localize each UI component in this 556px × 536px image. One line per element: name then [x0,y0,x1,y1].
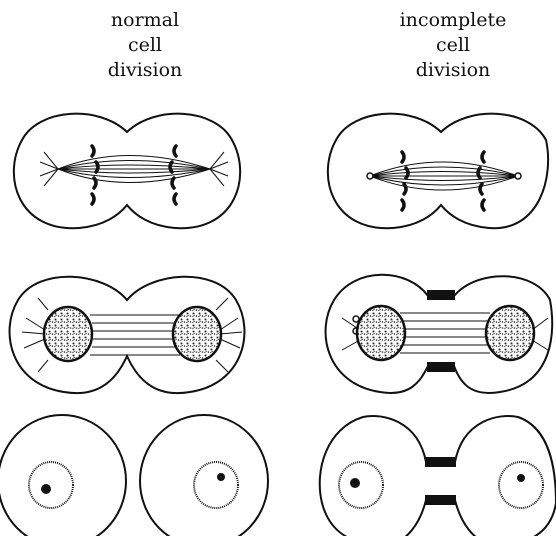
incomplete-daughter-cells [320,416,556,536]
incomplete-telophase-cell [326,275,553,393]
nucleus-left [357,306,405,360]
incomplete-spindle-cell [328,114,548,229]
midbody-top [426,458,455,466]
nucleolus-right [217,473,225,481]
nucleolus-left [350,478,360,488]
cell-membrane [328,114,548,229]
nucleus-left [44,307,92,361]
nucleus-left [29,462,73,508]
centrosome-left [367,173,373,179]
normal-telophase-cell [10,277,245,393]
chromosomes [92,146,176,204]
normal-spindle-cell [14,114,240,229]
nucleolus-right [517,474,525,482]
nucleus-right [173,307,221,361]
chromosomes [402,152,484,210]
midbody-bottom [426,496,455,504]
nucleus-right [499,462,543,508]
spindle-fibers [40,152,228,186]
nucleus-right [486,306,534,360]
midbody-bottom [428,363,454,371]
centrosome-right [515,173,521,179]
nucleus-left [339,462,383,508]
spindle-fibers [370,162,518,190]
cell-membrane [14,114,240,229]
nucleolus-left [41,484,51,494]
normal-daughter-cells [0,415,268,536]
midbody-top [428,291,454,299]
nucleus-right [194,462,238,508]
